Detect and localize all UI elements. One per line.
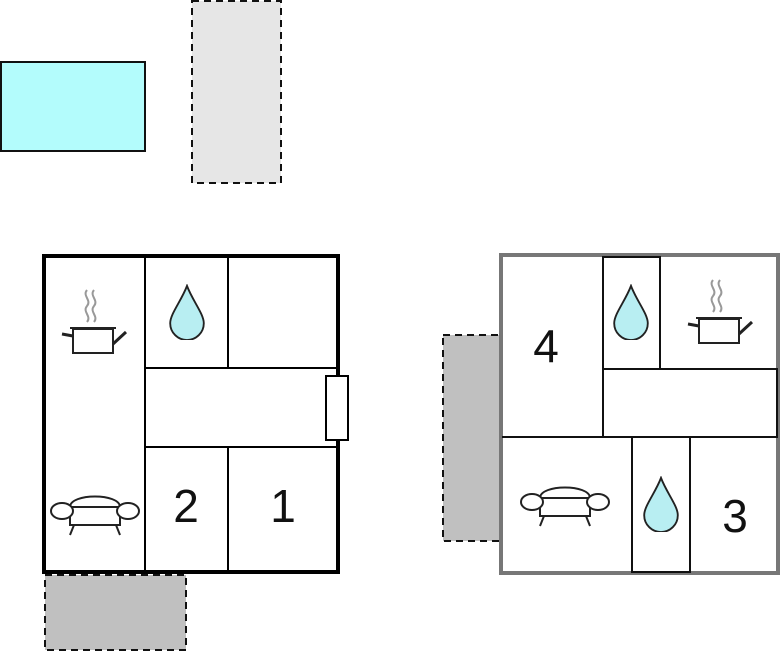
- room-label: 3: [722, 490, 748, 542]
- terrace-side: [442, 334, 501, 542]
- house-a: 2 1: [42, 254, 349, 574]
- room-label: 2: [173, 480, 199, 532]
- terrace-bottom: [44, 574, 187, 651]
- house-b: 4 3: [499, 253, 780, 575]
- room-label: 4: [533, 320, 559, 372]
- pool: [0, 61, 146, 152]
- room-label: 1: [270, 480, 296, 532]
- entrance-door: [325, 375, 349, 441]
- terrace-top: [191, 0, 282, 184]
